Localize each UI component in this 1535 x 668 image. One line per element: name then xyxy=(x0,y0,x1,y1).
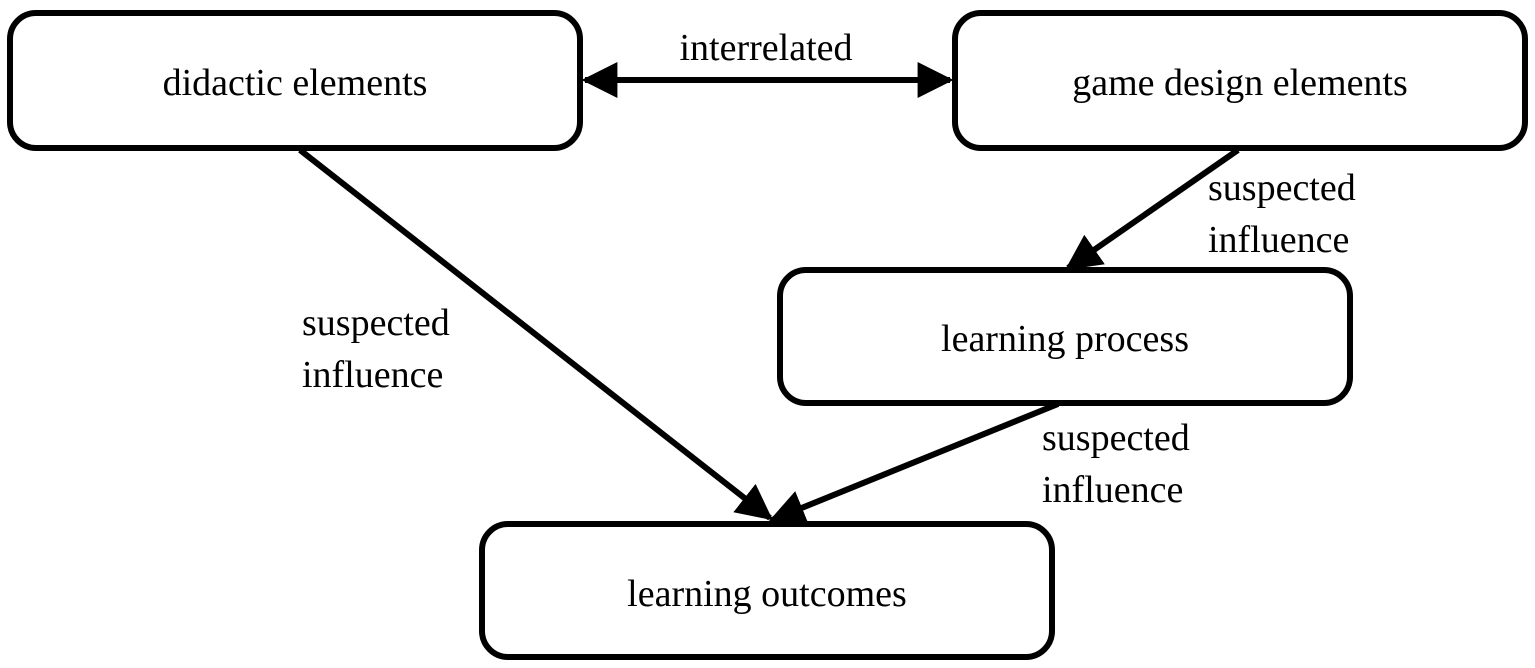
process-to-outcomes-arrow xyxy=(768,401,1060,525)
game-design-elements-label: game design elements xyxy=(1072,62,1408,104)
edge-game-to-process: suspected influence xyxy=(1065,147,1356,271)
node-game-design-elements: game design elements xyxy=(952,10,1528,151)
game-to-process-label-line1: suspected xyxy=(1208,167,1356,209)
edge-process-to-outcomes: suspected influence xyxy=(768,401,1190,525)
edge-interrelated: interrelated xyxy=(581,27,954,98)
learning-process-box xyxy=(777,267,1353,406)
didactic-to-outcomes-label-line2: influence xyxy=(302,354,443,396)
edge-didactic-to-outcomes: suspected influence xyxy=(298,147,773,521)
interrelated-label: interrelated xyxy=(679,27,852,69)
process-to-outcomes-label-line1: suspected xyxy=(1042,417,1190,459)
game-design-elements-box xyxy=(952,10,1528,151)
didactic-to-outcomes-arrow xyxy=(298,147,773,521)
node-didactic-elements: didactic elements xyxy=(7,10,583,151)
didactic-elements-label: didactic elements xyxy=(163,62,428,104)
process-to-outcomes-label-line2: influence xyxy=(1042,469,1183,511)
game-to-process-label-line2: influence xyxy=(1208,219,1349,261)
learning-outcomes-box xyxy=(479,521,1055,660)
node-learning-process: learning process xyxy=(777,267,1353,406)
didactic-elements-box xyxy=(7,10,583,151)
didactic-to-outcomes-label-line1: suspected xyxy=(302,302,450,344)
node-learning-outcomes: learning outcomes xyxy=(479,521,1055,660)
learning-process-label: learning process xyxy=(941,318,1189,360)
learning-outcomes-label: learning outcomes xyxy=(627,573,907,615)
game-to-process-arrow xyxy=(1065,147,1240,271)
